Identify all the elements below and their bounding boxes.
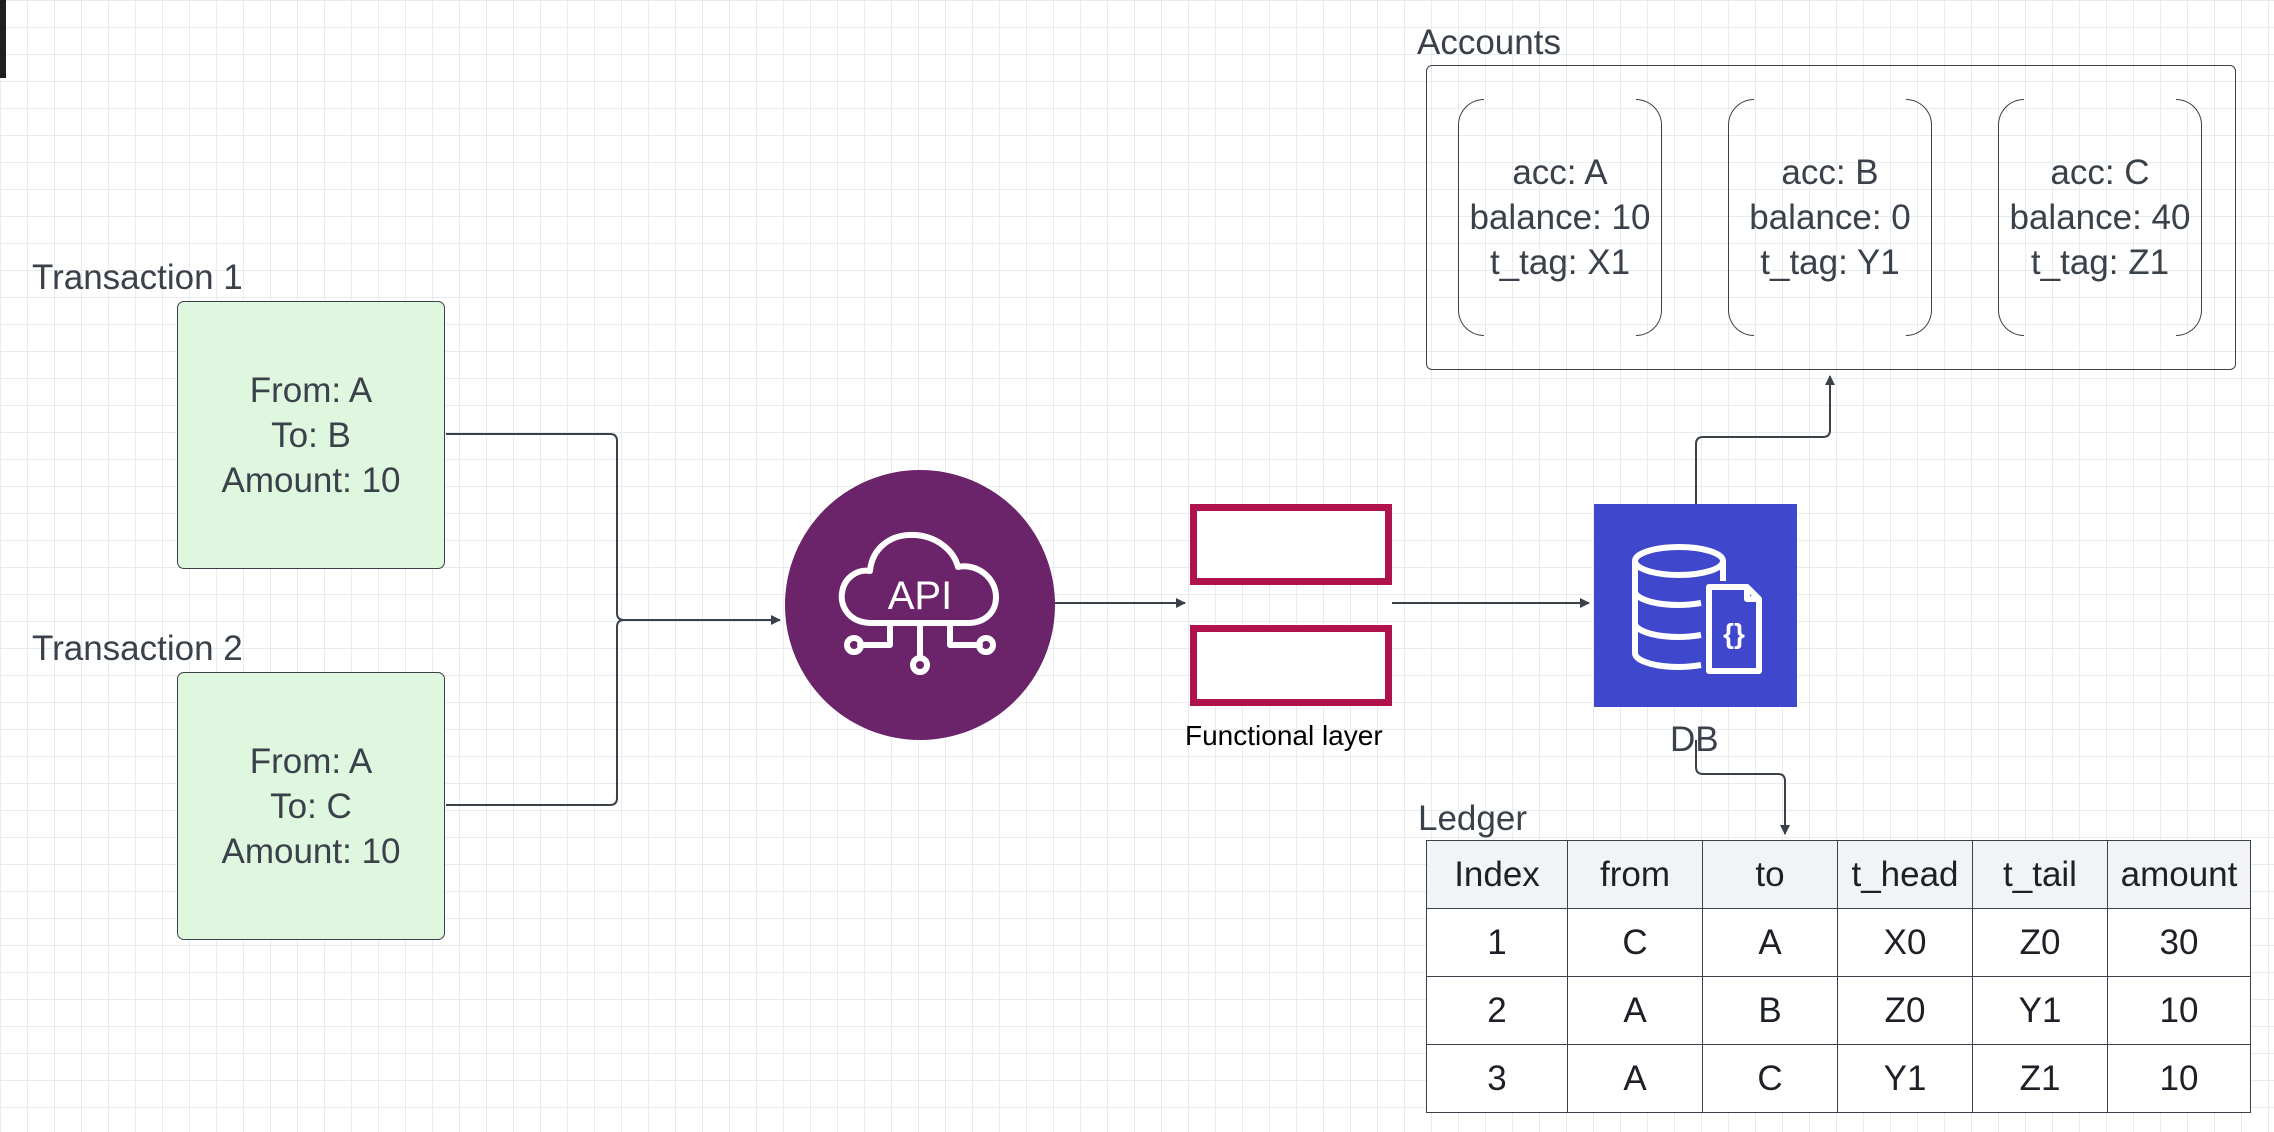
account-c-id: acc: C [2050,153,2150,192]
ledger-header-cell: from [1567,840,1703,909]
transaction-2-to: To: C [270,786,352,826]
account-c-tag: t_tag: Z1 [2030,243,2170,282]
database-json-icon: {} [1631,543,1762,674]
ledger-cell: A [1567,1044,1703,1113]
ledger-cell: 10 [2107,1044,2251,1113]
ledger-cell: 3 [1426,1044,1568,1113]
account-card-c-left-bracket [1998,99,2024,336]
ledger-table: Index from to t_head t_tail amount 1 C A… [1426,840,2251,1113]
ledger-cell: Y1 [1837,1044,1973,1113]
ledger-header-cell: amount [2107,840,2251,909]
transaction-2-amount: Amount: 10 [221,831,401,871]
transaction-2-title: Transaction 2 [32,629,243,668]
transaction-2-box[interactable]: From: A To: C Amount: 10 [177,672,445,940]
ledger-cell: C [1567,908,1703,977]
ledger-header-cell: t_tail [1972,840,2108,909]
transaction-1-box[interactable]: From: A To: B Amount: 10 [177,301,445,569]
transaction-1-title: Transaction 1 [32,258,243,297]
account-a-balance: balance: 10 [1469,198,1651,237]
account-b-balance: balance: 0 [1749,198,1911,237]
functional-layer-bottom-block[interactable] [1190,625,1392,706]
ledger-cell: 1 [1426,908,1568,977]
ledger-cell: C [1702,1044,1838,1113]
table-row: 2 A B Z0 Y1 10 [1426,976,2251,1045]
account-a-id: acc: A [1512,153,1608,192]
canvas-corner-mark [0,0,6,78]
ledger-cell: 30 [2107,908,2251,977]
account-c-balance: balance: 40 [2009,198,2191,237]
account-b-id: acc: B [1781,153,1879,192]
db-label: DB [1670,720,1719,759]
transaction-2-connector [446,619,625,806]
account-card-a-right-bracket [1636,99,1662,336]
ledger-header-cell: t_head [1837,840,1973,909]
ledger-cell: X0 [1837,908,1973,977]
account-card-b-left-bracket [1728,99,1754,336]
ledger-header-cell: to [1702,840,1838,909]
accounts-container [1426,65,2236,370]
transaction-1-from: From: A [249,370,373,410]
ledger-title: Ledger [1418,799,1527,838]
account-card-b-right-bracket [1906,99,1932,336]
account-card-b[interactable]: acc: B balance: 0 t_tag: Y1 [1728,99,1932,336]
ledger-cell: Z0 [1972,908,2108,977]
table-row: 1 C A X0 Z0 30 [1426,908,2251,977]
account-card-a-left-bracket [1458,99,1484,336]
api-label: API [888,574,952,618]
api-cloud-icon: API [838,531,999,675]
account-a-tag: t_tag: X1 [1489,243,1631,282]
ledger-cell: A [1567,976,1703,1045]
transaction-1-to: To: B [271,415,351,455]
db-to-ledger-arrow [1695,740,1790,835]
functional-layer-label: Functional layer [1185,720,1383,751]
table-row: 3 A C Y1 Z1 10 [1426,1044,2251,1113]
db-to-accounts-arrow [1695,375,1835,504]
functional-layer-top-block[interactable] [1190,504,1392,585]
ledger-cell: B [1702,976,1838,1045]
account-card-c[interactable]: acc: C balance: 40 t_tag: Z1 [1998,99,2202,336]
db-node[interactable]: {} [1594,504,1797,707]
svg-text:{}: {} [1723,618,1745,649]
ledger-cell: Y1 [1972,976,2108,1045]
accounts-title: Accounts [1417,23,1561,62]
ledger-cell: Z0 [1837,976,1973,1045]
ledger-cell: A [1702,908,1838,977]
ledger-cell: 2 [1426,976,1568,1045]
transaction-1-connector [446,433,625,621]
transaction-1-amount: Amount: 10 [221,460,401,500]
ledger-header-cell: Index [1426,840,1568,909]
transaction-2-from: From: A [249,741,373,781]
ledger-cell: 10 [2107,976,2251,1045]
account-b-tag: t_tag: Y1 [1760,243,1900,282]
ledger-header-row: Index from to t_head t_tail amount [1426,840,2251,909]
account-card-a[interactable]: acc: A balance: 10 t_tag: X1 [1458,99,1662,336]
ledger-cell: Z1 [1972,1044,2108,1113]
account-card-c-right-bracket [2176,99,2202,336]
api-node[interactable]: API [785,470,1055,740]
